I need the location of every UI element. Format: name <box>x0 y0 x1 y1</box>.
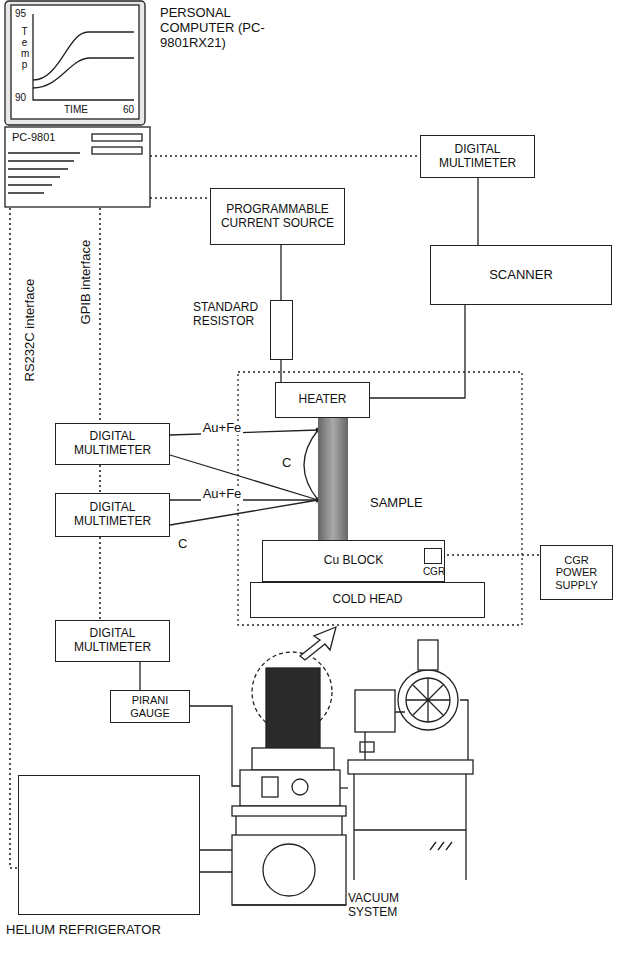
front-panel-lines <box>8 153 80 193</box>
multimeter-box: DIGITAL MULTIMETER <box>55 493 170 537</box>
axis-label: 60 <box>121 104 136 115</box>
pump-wheel <box>398 670 458 730</box>
interface-line <box>150 155 420 157</box>
interface-line <box>99 465 101 493</box>
detail-arrow <box>300 627 336 660</box>
wheel-spokes <box>406 678 450 722</box>
node-label: SAMPLE <box>370 496 440 511</box>
lead-label: C <box>176 537 189 551</box>
wire <box>170 430 318 435</box>
cryostat-body <box>240 770 340 806</box>
heater-box: HEATER <box>275 382 370 418</box>
node-label: CGR <box>421 566 447 578</box>
pump-top <box>418 640 438 670</box>
node-label: Cu BLOCK <box>324 554 383 568</box>
node-label: DIGITAL MULTIMETER <box>61 430 164 458</box>
node-label: PIRANI GAUGE <box>116 694 184 719</box>
window <box>262 777 278 797</box>
vent-marks <box>430 842 452 850</box>
stand-top <box>232 806 346 816</box>
wire <box>280 245 281 300</box>
helium-pipe <box>200 850 232 872</box>
edge-label: Au+Fe <box>201 421 244 435</box>
axis-label: 90 <box>13 92 28 103</box>
node-label: HELIUM REFRIGERATOR <box>6 923 206 938</box>
interface-line <box>99 208 101 423</box>
multimeter-box: DIGITAL MULTIMETER <box>420 135 535 178</box>
window <box>292 779 308 795</box>
axis-label: Temp <box>19 26 30 70</box>
cu-block: Cu BLOCK CGR <box>262 540 445 582</box>
node-label: DIGITAL MULTIMETER <box>61 501 164 529</box>
stand-legs <box>232 816 346 905</box>
interface-line <box>150 197 210 199</box>
wire <box>139 662 140 690</box>
multimeter-box: DIGITAL MULTIMETER <box>55 423 170 465</box>
cryostat-region <box>238 372 522 625</box>
helium-refrigerator: HELIUM REFRIGERATOR <box>18 775 200 915</box>
node-label: STANDARD RESISTOR <box>193 301 265 329</box>
lead-label: C <box>280 456 293 470</box>
monitor <box>5 1 145 125</box>
carbon-lead <box>304 430 318 500</box>
node-label: PC-9801 <box>12 131 92 144</box>
resistor-symbol: STANDARD RESISTOR <box>270 300 293 360</box>
compressor <box>263 844 315 896</box>
disk-slot <box>92 134 142 141</box>
node-label: CGR POWER SUPPLY <box>546 554 607 592</box>
pump-connection <box>340 787 348 788</box>
chart-axes <box>33 14 134 100</box>
compressor-frame <box>232 835 346 905</box>
chart-curve <box>33 32 134 80</box>
interface-line <box>442 554 540 556</box>
interface-line <box>10 208 18 868</box>
node-label: COLD HEAD <box>332 593 402 607</box>
node-label: DIGITAL MULTIMETER <box>61 627 164 655</box>
node-label: VACUUM SYSTEM <box>348 892 428 920</box>
edge-label: Au+Fe <box>201 487 244 501</box>
chart-curve <box>33 58 134 88</box>
cold-head: COLD HEAD <box>250 582 485 618</box>
axis-label: 95 <box>13 8 28 19</box>
table-legs <box>354 774 466 880</box>
computer-base <box>5 127 150 207</box>
pump-body <box>355 690 395 732</box>
axis-label: TIME <box>62 104 90 115</box>
multimeter-box: DIGITAL MULTIMETER <box>55 620 170 662</box>
lead-wire <box>170 500 318 525</box>
interface-line <box>99 537 101 620</box>
sample-bar: SAMPLE <box>318 418 348 540</box>
node-label: SCANNER <box>489 268 553 283</box>
cryostat-head <box>252 748 334 770</box>
vacuum-line <box>190 706 240 786</box>
pump-table <box>348 760 473 774</box>
lead-wire <box>170 455 318 500</box>
wire <box>280 360 281 382</box>
disk-slot <box>92 147 142 154</box>
wire <box>170 499 318 500</box>
pirani-gauge-box: PIRANI GAUGE <box>110 690 190 723</box>
pump-pipes <box>365 700 468 760</box>
current-source-box: PROGRAMMABLE CURRENT SOURCE <box>210 188 345 245</box>
edge-label: GPIB interface <box>79 238 93 327</box>
wire <box>370 305 465 398</box>
node-label: PROGRAMMABLE CURRENT SOURCE <box>216 203 339 231</box>
valve <box>360 742 374 752</box>
node-label: DIGITAL MULTIMETER <box>426 143 529 171</box>
wire <box>477 178 478 245</box>
node-label: HEATER <box>299 393 347 407</box>
vacuum-system: VACUUM SYSTEM <box>340 630 475 920</box>
screen <box>11 5 139 119</box>
cryostat-cylinder <box>266 668 320 748</box>
node-label: PERSONAL COMPUTER (PC-9801RX21) <box>160 6 285 51</box>
cgr-sensor: CGR <box>424 548 442 564</box>
scanner-box: SCANNER <box>430 245 612 305</box>
edge-label: RS232C interface <box>23 277 37 384</box>
pump-wheel <box>406 678 450 722</box>
power-supply-box: CGR POWER SUPPLY <box>540 545 613 600</box>
